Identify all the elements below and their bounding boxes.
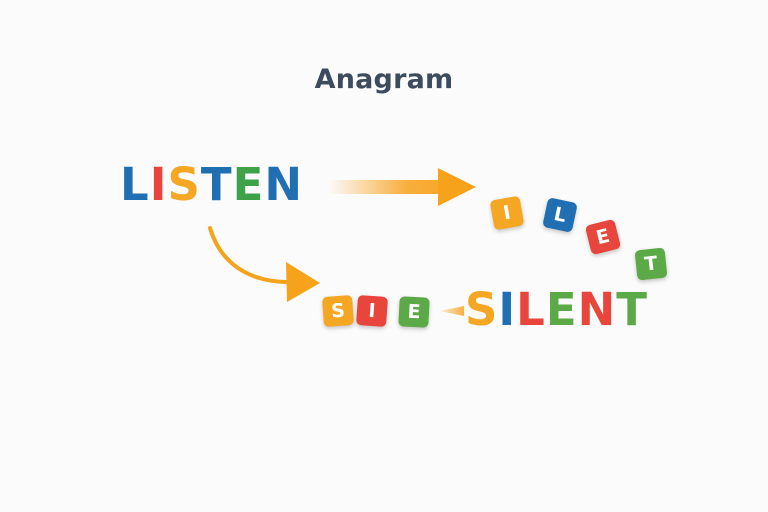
curved-arrow-shaft [208,226,298,285]
target-letter: S [465,283,499,336]
target-letter: I [498,283,517,336]
tile-letter: L [551,202,569,228]
target-letter: E [545,283,578,336]
small-arrow-to-silent [440,306,464,316]
source-letter: L [120,158,150,211]
tile-letter: E [406,300,422,324]
straight-arrow-shaft [328,180,442,194]
tile-s-orange: S [321,294,355,328]
tile-letter: E [594,224,612,250]
source-letter: N [264,158,303,211]
tile-letter: I [501,201,513,225]
target-letter: T [616,283,648,336]
tile-l-blue: L [542,197,578,233]
target-word-silent: SILENT [465,287,648,332]
source-letter: S [167,158,201,211]
source-letter: E [232,158,265,211]
tile-letter: I [367,299,377,323]
tile-i-red: I [355,294,389,328]
target-letter: L [516,283,546,336]
tile-e-green: E [398,296,430,328]
target-letter: N [577,283,617,336]
source-word-listen: LISTEN [120,162,303,207]
source-letter: T [200,158,233,211]
straight-arrow-head [438,168,476,206]
tile-t-green: T [634,247,668,281]
tile-i-orange: I [489,195,525,231]
diagram-title: Anagram [314,64,454,95]
tile-letter: S [330,299,346,323]
tile-letter: T [643,252,659,276]
curved-arrow-head [286,262,320,302]
source-letter: I [149,158,168,211]
